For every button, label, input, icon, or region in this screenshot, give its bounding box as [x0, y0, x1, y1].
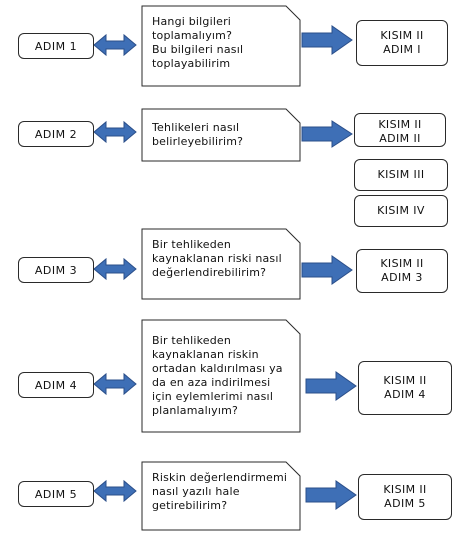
question-1: Hangi bilgileri toplamalıyım? Bu bilgile…	[142, 6, 300, 86]
step-box-5: ADIM 5	[18, 481, 94, 507]
question-box-1	[141, 5, 301, 87]
double-arrow-4	[93, 372, 137, 396]
question-5: Riskin değerlendirmemi nasıl yazılı hale…	[142, 462, 300, 530]
part-box-3-1: KISIM II ADIM 3	[356, 249, 448, 293]
step-label: ADIM 2	[34, 127, 78, 141]
right-arrow-1	[301, 25, 353, 55]
right-arrow-2	[301, 120, 353, 148]
part-box-5-1: KISIM II ADIM 5	[358, 474, 452, 520]
question-box-5	[141, 461, 301, 531]
right-arrow-4	[305, 371, 357, 401]
part-label: KISIM II ADIM I	[380, 29, 424, 56]
part-label: KISIM II ADIM 3	[380, 257, 424, 284]
double-arrow-1	[93, 33, 137, 57]
question-text: Hangi bilgileri toplamalıyım? Bu bilgile…	[152, 15, 244, 70]
part-box-2-2: KISIM III	[354, 159, 448, 191]
part-label: KISIM II ADIM 4	[383, 374, 427, 401]
double-arrow-3	[93, 257, 137, 281]
part-label: KISIM IV	[377, 204, 425, 217]
right-arrow-3	[301, 255, 353, 285]
question-text: Bir tehlikeden kaynaklanan riskin ortada…	[152, 334, 283, 417]
question-3: Bir tehlikeden kaynaklanan riski nasıl d…	[142, 229, 300, 299]
question-box-2	[141, 108, 301, 162]
double-arrow-2	[93, 120, 137, 144]
question-text: Bir tehlikeden kaynaklanan riski nasıl d…	[152, 238, 282, 279]
part-label: KISIM II ADIM II	[378, 118, 422, 145]
step-label: ADIM 1	[34, 39, 78, 53]
part-box-2-1: KISIM II ADIM II	[354, 113, 446, 147]
part-box-2-3: KISIM IV	[354, 195, 448, 227]
part-box-1-1: KISIM II ADIM I	[356, 20, 448, 66]
step-box-1: ADIM 1	[18, 33, 94, 59]
step-label: ADIM 3	[34, 263, 78, 277]
question-text: Riskin değerlendirmemi nasıl yazılı hale…	[152, 471, 288, 512]
question-text: Tehlikeleri nasıl belirleyebilirim?	[152, 121, 244, 148]
part-label: KISIM II ADIM 5	[383, 483, 427, 510]
question-box-3	[141, 228, 301, 300]
double-arrow-5	[93, 479, 137, 503]
step-box-3: ADIM 3	[18, 257, 94, 283]
part-box-4-1: KISIM II ADIM 4	[358, 361, 452, 415]
part-label: KISIM III	[377, 168, 425, 181]
question-box-4	[141, 319, 301, 433]
right-arrow-5	[305, 480, 357, 510]
step-label: ADIM 4	[34, 378, 78, 392]
question-2: Tehlikeleri nasıl belirleyebilirim?	[142, 109, 300, 161]
step-box-4: ADIM 4	[18, 372, 94, 398]
step-label: ADIM 5	[34, 487, 78, 501]
step-box-2: ADIM 2	[18, 121, 94, 147]
question-4: Bir tehlikeden kaynaklanan riskin ortada…	[142, 320, 300, 432]
